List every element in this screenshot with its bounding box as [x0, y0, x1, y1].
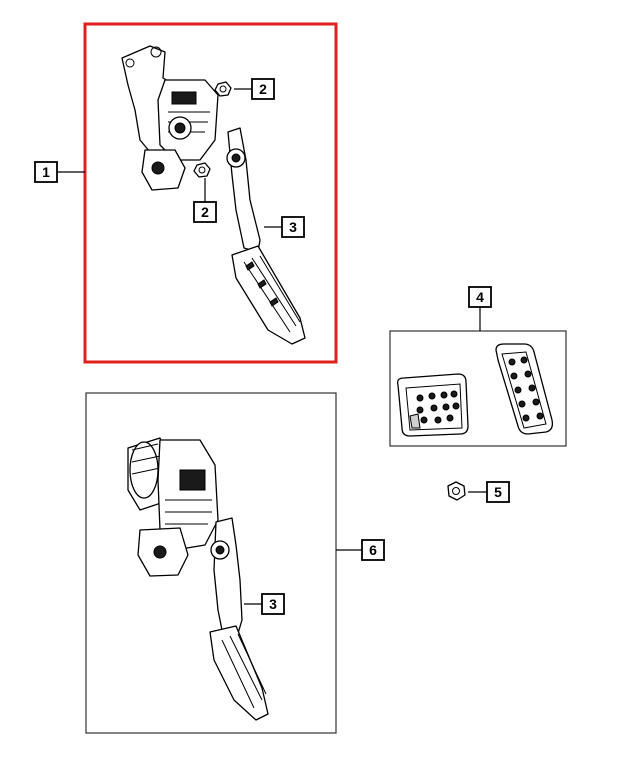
pedal-arm-lower[interactable]: [209, 517, 269, 721]
callout-6-label: 6: [369, 542, 377, 558]
callout-6[interactable]: 6: [361, 539, 385, 561]
nut-lower[interactable]: [193, 162, 211, 178]
callout-5-label: 5: [494, 484, 502, 500]
callout-2-upper[interactable]: 2: [251, 78, 275, 100]
accelerator-pedal-pad[interactable]: [495, 343, 554, 435]
callout-4-label: 4: [476, 289, 484, 305]
pedal-module-upper[interactable]: [121, 45, 219, 191]
assembly-1-frame[interactable]: [83, 22, 338, 364]
pedal-arm-upper[interactable]: [226, 127, 306, 345]
brake-pedal-pad[interactable]: [396, 373, 469, 437]
callout-3-upper[interactable]: 3: [281, 216, 305, 238]
callout-3-upper-label: 3: [289, 219, 297, 235]
callout-2-lower-label: 2: [201, 204, 209, 220]
callout-4[interactable]: 4: [468, 286, 492, 308]
nut-upper[interactable]: [214, 81, 232, 97]
callout-5[interactable]: 5: [486, 481, 510, 503]
pedal-pads-frame[interactable]: [389, 330, 567, 447]
callout-1-label: 1: [42, 164, 50, 180]
assembly-6-frame[interactable]: [85, 392, 337, 734]
callout-2-upper-label: 2: [259, 81, 267, 97]
nut-standalone[interactable]: [447, 481, 466, 501]
callout-3-lower-label: 3: [269, 596, 277, 612]
callout-1[interactable]: 1: [34, 161, 58, 183]
pedal-module-lower[interactable]: [127, 437, 219, 577]
callout-3-lower[interactable]: 3: [261, 593, 285, 615]
callout-2-lower[interactable]: 2: [193, 201, 217, 223]
